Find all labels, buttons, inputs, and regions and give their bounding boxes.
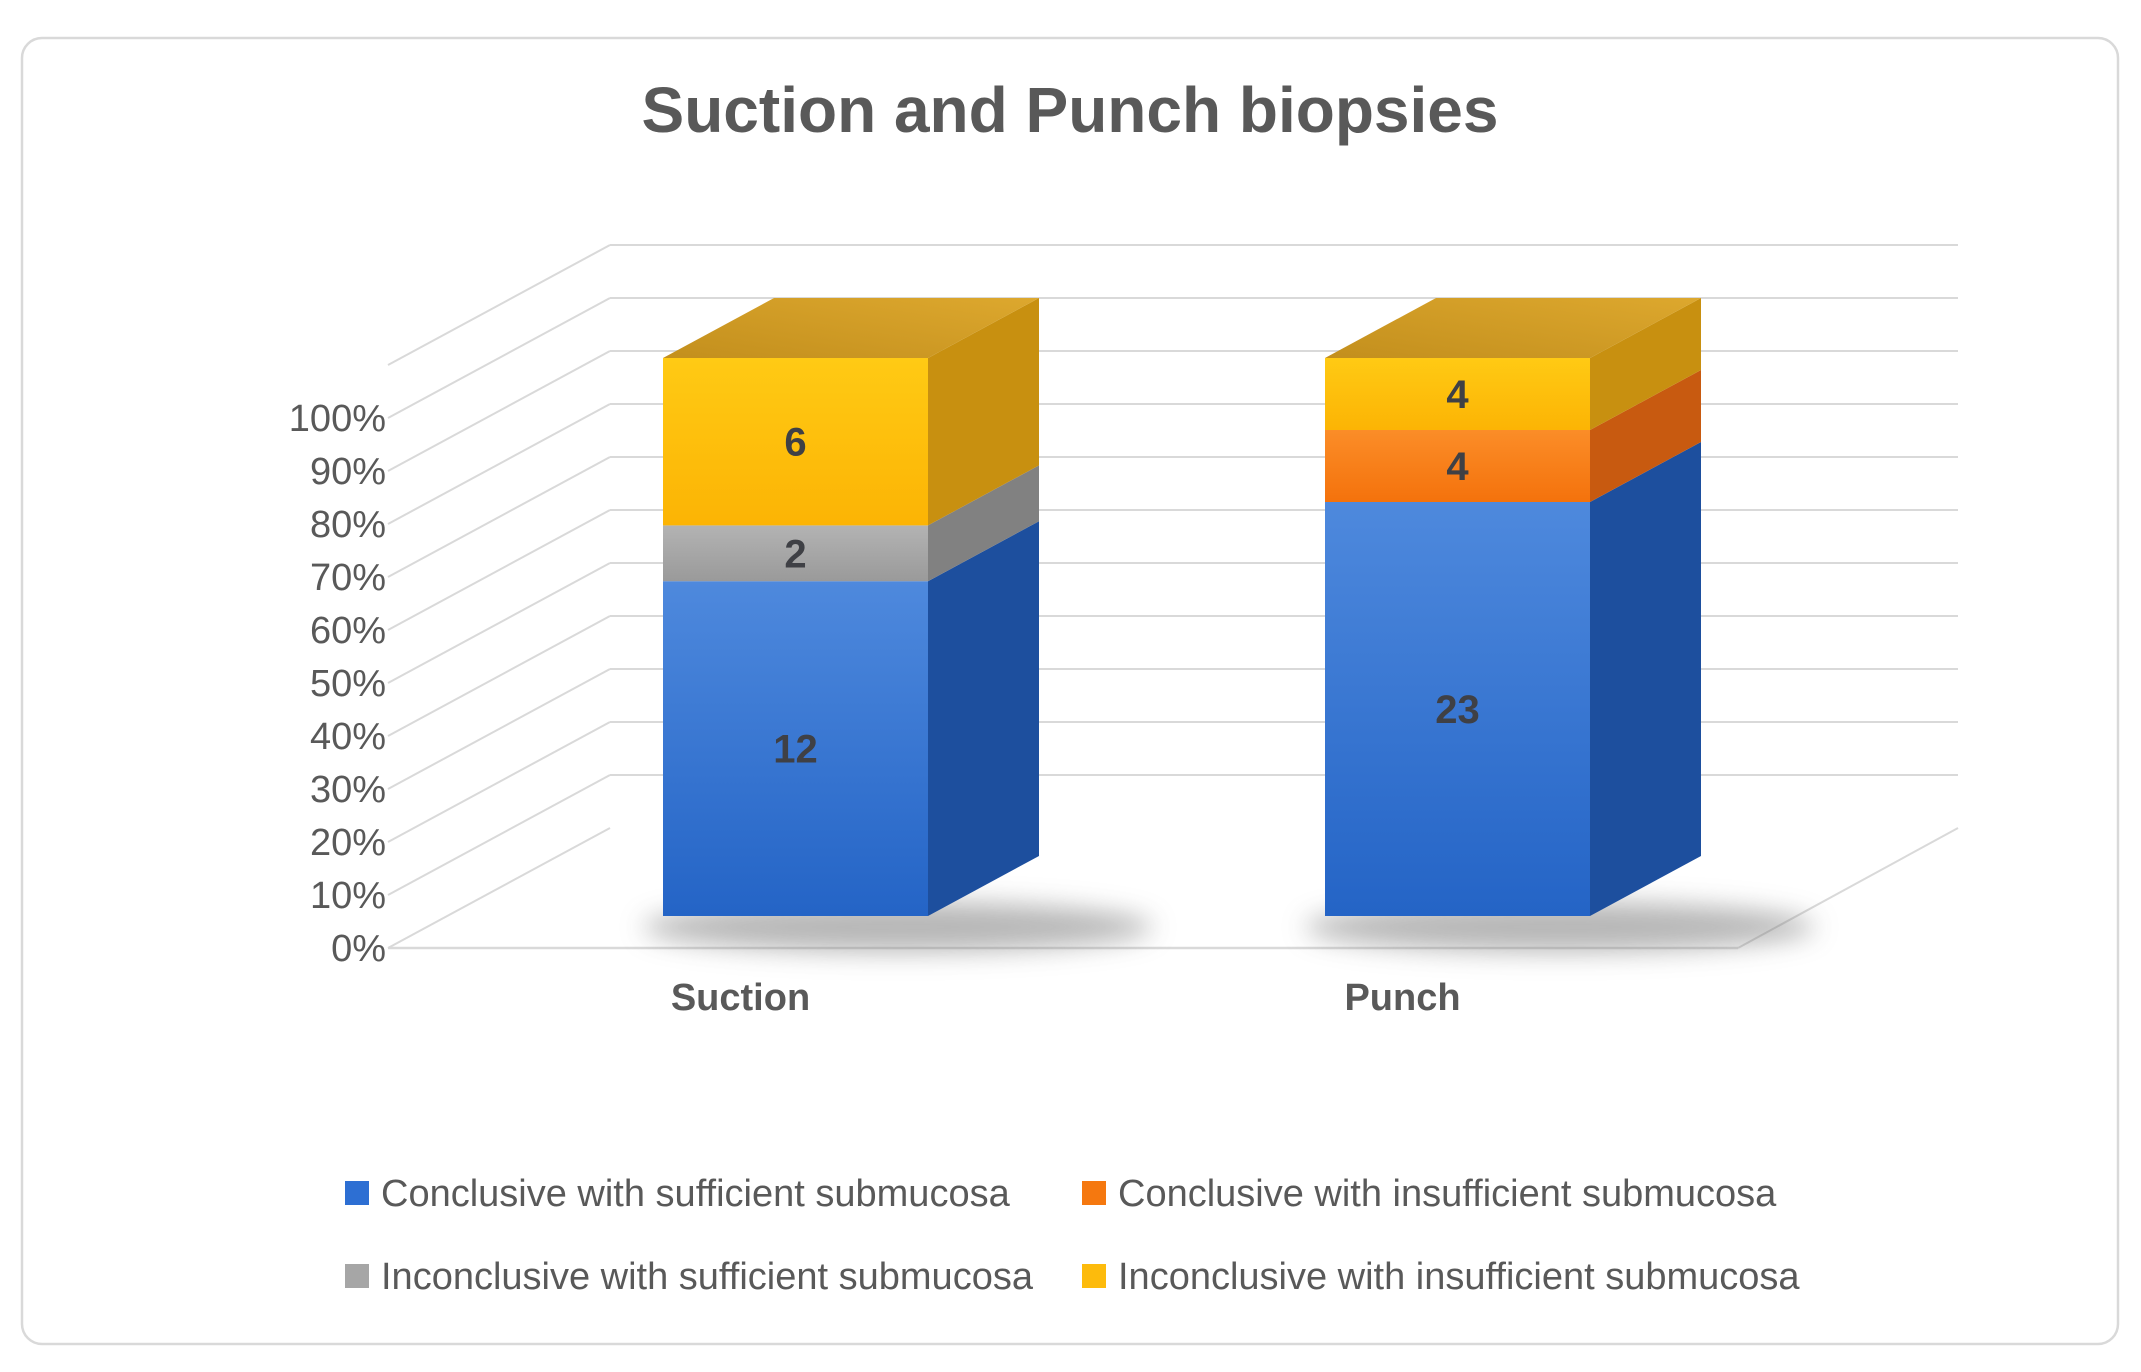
bar-segment-front [663,581,928,916]
bar-suction: 12 2 6 [663,298,1039,916]
legend-swatch [1082,1181,1106,1205]
gridline-diagonal [387,774,611,896]
data-label: 12 [773,728,818,772]
bar-segment-side [928,298,1039,526]
gridline-diagonal [387,244,611,366]
bar-segment-side [928,521,1039,916]
legend-label: Conclusive with sufficient submucosa [381,1173,1011,1215]
data-label: 2 [784,532,806,576]
bar-segment-front [663,358,928,526]
bar-top-face [1325,298,1701,358]
y-tick-label: 80% [310,504,386,546]
gridline-diagonal [387,562,611,684]
gridline-diagonal [387,615,611,737]
legend-swatch [345,1181,369,1205]
legend-label: Conclusive with insufficient submucosa [1118,1173,1777,1215]
y-tick-label: 0% [331,928,386,970]
legend-item: Conclusive with insufficient submucosa [1082,1173,1777,1215]
bar-segment-front [663,525,928,582]
bar-segment-front [1325,358,1590,430]
data-label: 6 [784,421,806,465]
y-tick-label: 50% [310,663,386,705]
y-tick-label: 40% [310,716,386,758]
gridline-diagonal [387,827,611,949]
legend-item: Conclusive with sufficient submucosa [345,1173,1011,1215]
gridline-diagonal [387,668,611,790]
y-tick-label: 30% [310,769,386,811]
y-tick-label: 70% [310,557,386,599]
bar-segment-side [928,465,1039,582]
data-label: 23 [1435,688,1480,732]
y-tick-label: 60% [310,610,386,652]
legend-swatch [345,1264,369,1288]
gridline-diagonal [387,350,611,472]
bar-segment-side [1590,298,1701,430]
gridline-diagonal [387,297,611,419]
y-tick-label: 20% [310,822,386,864]
data-label: 4 [1446,373,1469,417]
y-tick-label: 90% [310,451,386,493]
gridline-diagonal [387,509,611,631]
data-label: 4 [1446,445,1469,489]
bar-segment-front [1325,502,1590,916]
bar-segment-front [1325,430,1590,502]
bar-top-face [663,298,1039,358]
legend-swatch [1082,1264,1106,1288]
legend-label: Inconclusive with insufficient submucosa [1118,1256,1800,1298]
legend: Conclusive with sufficient submucosa Conc… [345,1173,1800,1298]
category-label-punch: Punch [1344,977,1460,1019]
y-axis: 0% 10% 20% 30% 40% 50% 60% 70% 80% 90% 100% [289,398,386,970]
y-tick-label: 100% [289,398,386,440]
legend-label: Inconclusive with sufficient submucosa [381,1256,1034,1298]
category-label-suction: Suction [671,977,810,1019]
bar-segment-side [1590,442,1701,916]
chart-title: Suction and Punch biopsies [642,74,1499,146]
legend-item: Inconclusive with sufficient submucosa [345,1256,1034,1298]
gridline-diagonal [387,456,611,578]
gridline-diagonal [387,721,611,843]
bar-segment-side [1590,370,1701,502]
gridline-diagonal [387,403,611,525]
y-tick-label: 10% [310,875,386,917]
bar-punch: 23 4 4 [1325,298,1701,916]
legend-item: Inconclusive with insufficient submucosa [1082,1256,1800,1298]
